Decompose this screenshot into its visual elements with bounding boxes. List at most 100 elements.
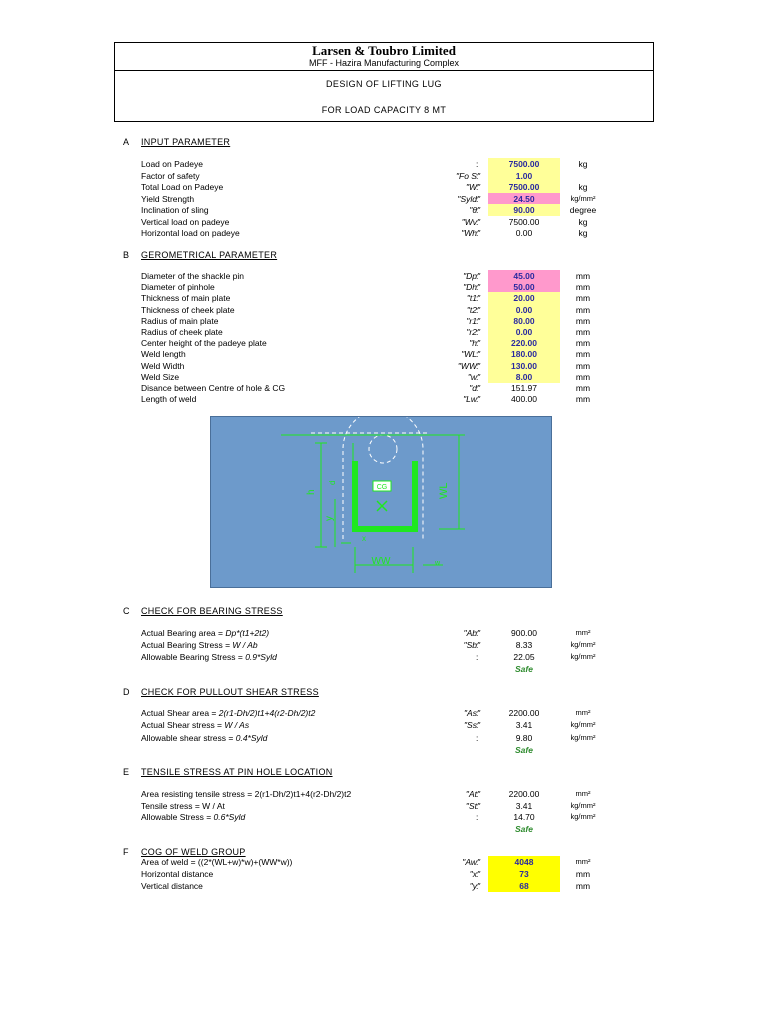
parameter-value: 9.80 bbox=[515, 732, 533, 743]
parameter-symbol: "Aw" bbox=[462, 857, 480, 867]
parameter-value: 900.00 bbox=[511, 628, 537, 638]
parameter-symbol: "Ab" bbox=[463, 628, 480, 638]
parameter-unit: mm bbox=[575, 881, 591, 891]
parameter-value: 220.00 bbox=[488, 337, 560, 350]
parameter-symbol: "Wv" bbox=[461, 216, 480, 227]
colon-separator: : bbox=[476, 338, 479, 349]
parameter-value: 0.00 bbox=[515, 228, 533, 238]
colon-separator: : bbox=[476, 293, 479, 304]
section-letter: A bbox=[123, 137, 130, 147]
parameter-label: Allowable Stress = 0.6*Syld bbox=[141, 812, 246, 823]
parameter-label: Area resisting tensile stress = 2(r1-Dh/… bbox=[141, 789, 352, 799]
parameter-symbol: "r1" bbox=[466, 315, 480, 326]
parameter-symbol: "Dh" bbox=[463, 282, 480, 293]
parameter-value: 20.00 bbox=[488, 292, 560, 305]
parameter-value: 8.33 bbox=[515, 640, 533, 650]
parameter-label: Load on Padeye bbox=[141, 159, 203, 169]
parameter-label: Actual Shear stress = W / As bbox=[141, 720, 250, 731]
parameter-label: Disance between Centre of hole & CG bbox=[141, 383, 286, 393]
parameter-symbol: "t2" bbox=[466, 304, 480, 315]
colon-separator: : bbox=[476, 327, 479, 337]
parameter-value: 80.00 bbox=[488, 314, 560, 327]
parameter-value: 22.05 bbox=[513, 652, 535, 662]
parameter-symbol: "Sb" bbox=[463, 640, 480, 650]
parameter-symbol: "As" bbox=[464, 708, 480, 718]
dimension-lines bbox=[281, 434, 465, 573]
parameter-unit: kg/mm² bbox=[570, 720, 596, 730]
section-title: CHECK FOR PULLOUT SHEAR STRESS bbox=[141, 687, 319, 697]
colon-separator: : bbox=[476, 282, 479, 293]
parameter-value: 4048 bbox=[488, 856, 560, 868]
parameter-unit: kg bbox=[578, 216, 588, 227]
parameter-symbol: "WL" bbox=[461, 349, 480, 360]
section-title: CHECK FOR BEARING STRESS bbox=[141, 606, 283, 616]
parameter-label: Actual Bearing area = Dp*(t1+2t2) bbox=[141, 628, 270, 638]
parameter-label: Actual Shear area = 2(r1-Dh/2)t1+4(r2-Dh… bbox=[141, 708, 316, 718]
label-wl: WL bbox=[438, 483, 450, 500]
colon-separator: : bbox=[476, 628, 479, 638]
colon-separator: : bbox=[476, 216, 479, 227]
parameter-unit: kg/mm² bbox=[570, 640, 596, 649]
colon-separator: : bbox=[476, 789, 479, 799]
section-letter: B bbox=[123, 250, 130, 260]
parameter-label: Allowable shear stress = 0.4*Syld bbox=[141, 732, 268, 743]
parameter-symbol: "St" bbox=[465, 800, 480, 811]
safe-status: Safe bbox=[515, 744, 533, 755]
parameter-value: 180.00 bbox=[488, 348, 560, 361]
parameter-unit: kg/mm² bbox=[570, 800, 596, 810]
label-w: w bbox=[434, 560, 441, 567]
parameter-unit: mm bbox=[575, 338, 591, 349]
label-ww: WW bbox=[372, 556, 391, 567]
colon-separator: : bbox=[476, 652, 479, 662]
safe-status: Safe bbox=[515, 664, 533, 674]
parameter-unit: mm² bbox=[575, 789, 591, 798]
parameter-symbol: "d" bbox=[469, 383, 480, 393]
colon-separator: : bbox=[476, 394, 479, 405]
section-title: COG OF WELD GROUP bbox=[141, 847, 246, 857]
colon-separator: : bbox=[476, 360, 479, 371]
colon-separator: : bbox=[476, 349, 479, 360]
section-letter: E bbox=[123, 767, 130, 777]
parameter-unit: kg/mm² bbox=[570, 652, 596, 661]
section-title: GEROMETRICAL PARAMETER bbox=[141, 250, 278, 260]
label-h: h bbox=[306, 489, 317, 495]
parameter-label: Weld Width bbox=[141, 360, 185, 371]
parameter-symbol: "Dp" bbox=[463, 271, 480, 281]
parameter-value: 2200.00 bbox=[508, 789, 540, 799]
parameter-value: 7500.00 bbox=[488, 181, 560, 193]
formula: 0.6*Syld bbox=[213, 812, 246, 823]
colon-separator: : bbox=[476, 315, 479, 326]
colon-separator: : bbox=[476, 881, 479, 891]
parameter-label: Inclination of sling bbox=[141, 205, 209, 215]
parameter-value: 130.00 bbox=[488, 359, 560, 372]
parameter-symbol: "θ" bbox=[469, 205, 480, 215]
parameter-symbol: "t1" bbox=[466, 293, 480, 304]
parameter-unit: kg/mm² bbox=[570, 193, 596, 203]
colon-separator: : bbox=[476, 708, 479, 718]
formula: W / Ab bbox=[232, 640, 258, 650]
parameter-label: Thickness of main plate bbox=[141, 293, 231, 304]
parameter-label: Weld length bbox=[141, 349, 186, 360]
section-letter: C bbox=[123, 606, 130, 616]
colon-separator: : bbox=[476, 228, 479, 238]
colon-separator: : bbox=[476, 869, 479, 879]
label-y: y bbox=[324, 516, 335, 521]
weld-group bbox=[352, 461, 418, 532]
colon-separator: : bbox=[476, 170, 479, 181]
cg-label: CG bbox=[377, 484, 388, 491]
parameter-unit: mm bbox=[575, 304, 591, 315]
parameter-label: Horizontal distance bbox=[141, 869, 214, 879]
lifting-lug-diagram: CG h d y WL WW x w bbox=[210, 408, 552, 588]
load-capacity-title: FOR LOAD CAPACITY 8 MT bbox=[321, 105, 447, 115]
parameter-label: Area of weld = ((2*(WL+w)*w)+(WW*w)) bbox=[141, 857, 293, 867]
parameter-label: Thickness of cheek plate bbox=[141, 304, 235, 315]
company-name: Larsen & Toubro Limited bbox=[312, 43, 456, 58]
parameter-label: Weld Size bbox=[141, 371, 180, 382]
parameter-label: Radius of cheek plate bbox=[141, 327, 223, 337]
parameter-label: Center height of the padeye plate bbox=[141, 338, 267, 349]
parameter-label: Diameter of pinhole bbox=[141, 282, 215, 293]
colon-separator: : bbox=[476, 271, 479, 281]
colon-separator: : bbox=[476, 205, 479, 215]
colon-separator: : bbox=[476, 371, 479, 382]
colon-separator: : bbox=[476, 720, 479, 731]
